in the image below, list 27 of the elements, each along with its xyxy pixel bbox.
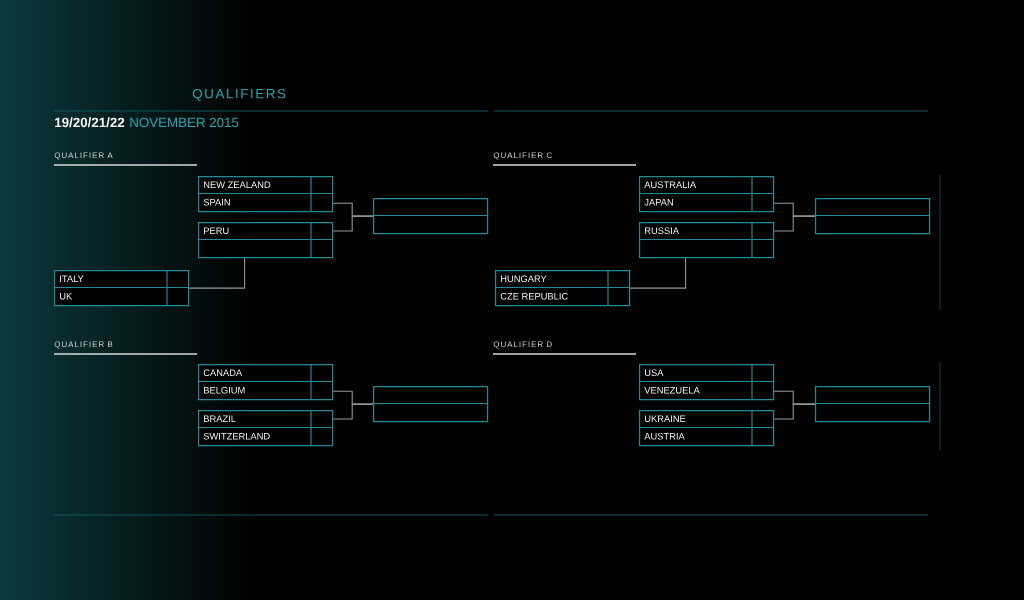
winner-box — [372, 386, 489, 423]
title: QUALIFIERS — [192, 88, 286, 101]
bracket-line — [773, 215, 816, 232]
match-box: CANADA BELGIUM — [197, 363, 334, 401]
winner-box — [372, 198, 489, 235]
match-box: RUSSIA — [638, 221, 775, 259]
match-box: USA VENEZUELA — [638, 363, 775, 401]
winner-box — [814, 198, 931, 235]
section-heading: QUALIFIER A — [53, 152, 198, 166]
match-box: NEW ZEALAND SPAIN — [197, 175, 334, 213]
bracket-line — [188, 257, 246, 289]
match-box: PERU — [197, 221, 334, 259]
bracket-line — [629, 257, 687, 289]
section-heading: QUALIFIER D — [492, 341, 637, 355]
winner-box — [814, 386, 931, 423]
match-box: ITALY UK — [53, 269, 190, 307]
bracket-line — [773, 403, 816, 420]
date-text: 19/20/21/22 — [55, 117, 125, 128]
date-text: NOVEMBER 2015 — [130, 117, 239, 128]
match-box: BRAZIL SWITZERLAND — [197, 409, 334, 447]
match-box: HUNGARY CZE REPUBLIC — [494, 269, 631, 307]
match-box: UKRAINE AUSTRIA — [638, 409, 775, 447]
bracket-line — [332, 403, 374, 420]
section-heading: QUALIFIER B — [53, 341, 198, 355]
bracket-line — [332, 215, 374, 232]
section-heading: QUALIFIER C — [492, 152, 637, 166]
match-box: AUSTRALIA JAPAN — [638, 175, 775, 213]
